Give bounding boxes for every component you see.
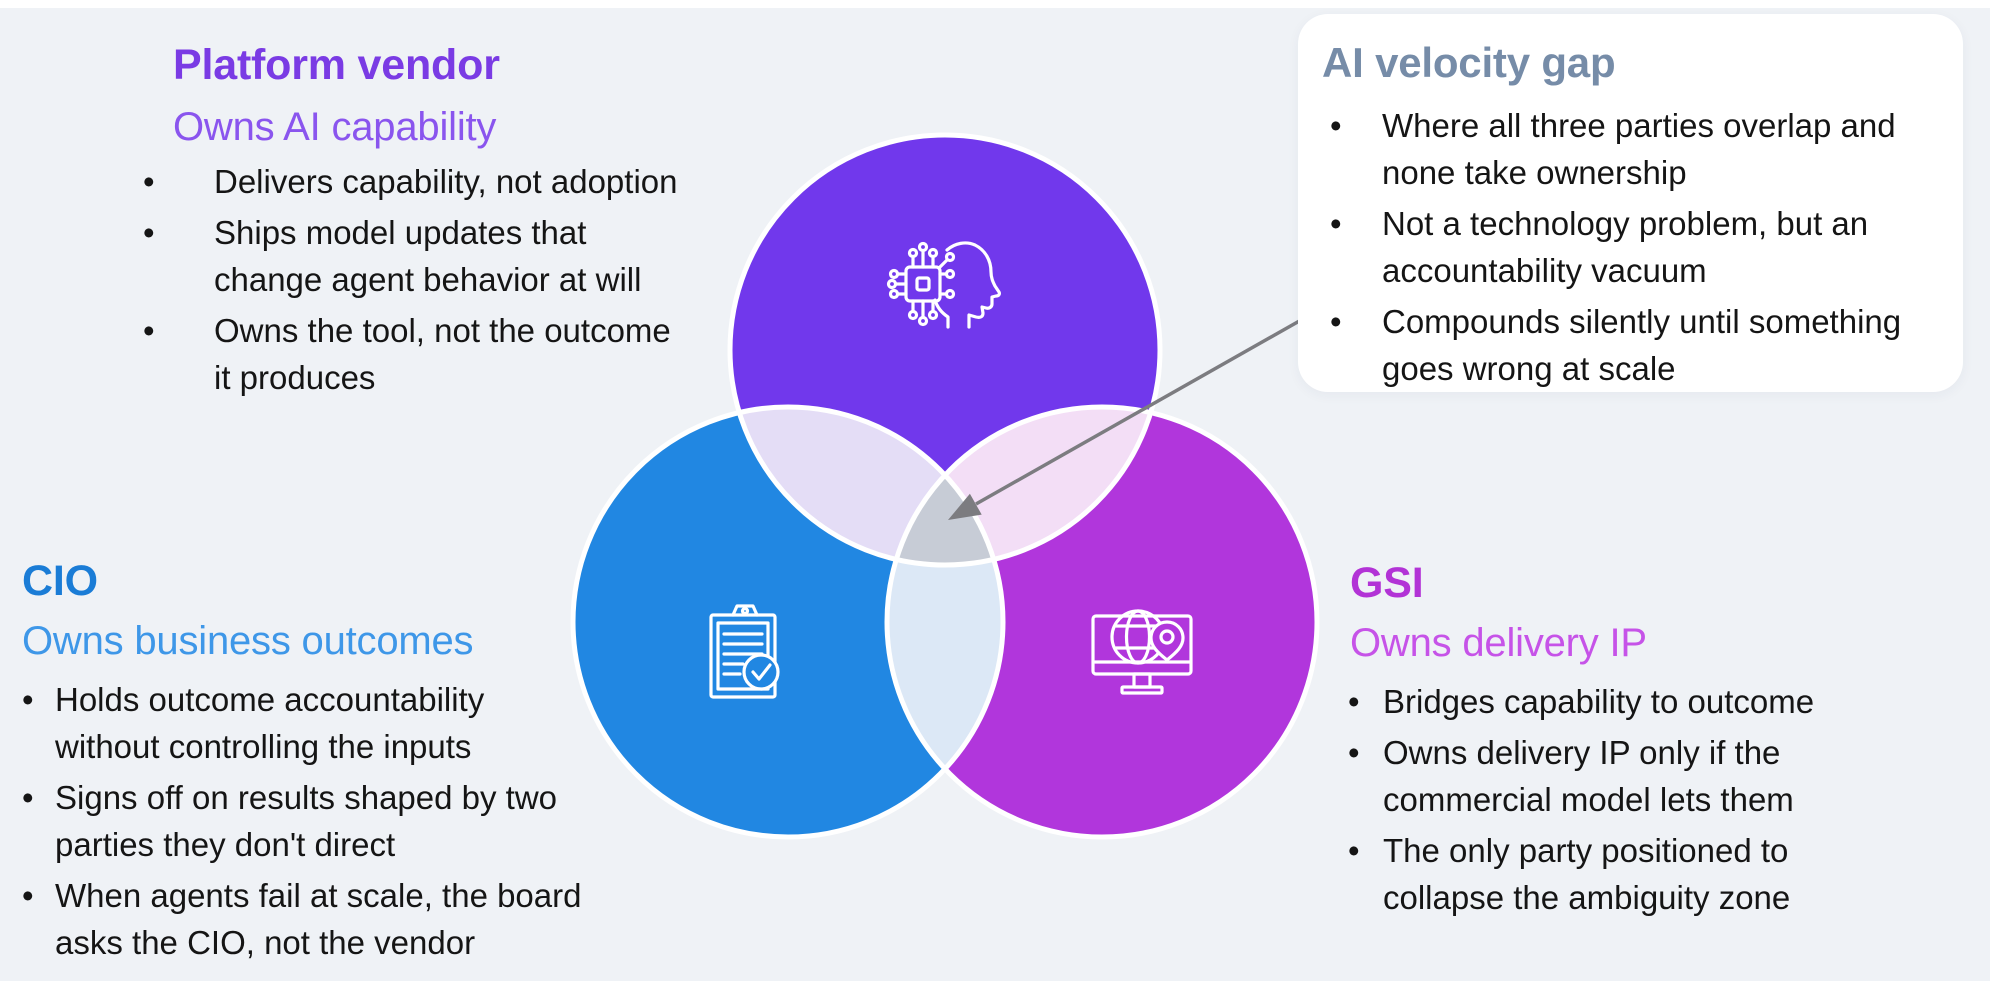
ai-head-icon bbox=[886, 241, 1001, 329]
list-item: • When agents fail at scale, the board a… bbox=[22, 872, 682, 966]
list-item: • Compounds silently until something goe… bbox=[1330, 298, 1951, 392]
list-item: • Delivers capability, not adoption bbox=[143, 158, 783, 205]
bullet-text: Signs off on results shaped by two parti… bbox=[55, 779, 558, 863]
bullet-text: The only party positioned to collapse th… bbox=[1383, 832, 1791, 916]
list-item: • Bridges capability to outcome bbox=[1348, 678, 1948, 725]
bullet-text: Bridges capability to outcome bbox=[1383, 683, 1815, 720]
platform-vendor-block: Platform vendor Owns AI capability • Del… bbox=[143, 40, 783, 405]
bullet-icon: • bbox=[1330, 107, 1342, 144]
bullet-icon: • bbox=[22, 779, 34, 816]
ai-velocity-gap-callout: AI velocity gap • Where all three partie… bbox=[1298, 14, 1963, 392]
bullet-text: Not a technology problem, but an account… bbox=[1382, 205, 1869, 289]
list-item: • Ships model updates that change agent … bbox=[143, 209, 783, 303]
list-item: • The only party positioned to collapse … bbox=[1348, 827, 1948, 921]
bullet-icon: • bbox=[1348, 734, 1360, 771]
bullet-text: Delivers capability, not adoption bbox=[214, 163, 678, 200]
cio-block: CIO Owns business outcomes • Holds outco… bbox=[22, 556, 682, 970]
bullet-icon: • bbox=[1330, 303, 1342, 340]
bullet-icon: • bbox=[1348, 683, 1360, 720]
bullet-text: Compounds silently until something goes … bbox=[1382, 303, 1902, 387]
cio-subtitle: Owns business outcomes bbox=[22, 619, 474, 663]
gsi-title: GSI bbox=[1350, 559, 1424, 607]
cio-bullet-list: • Holds outcome accountability without c… bbox=[22, 676, 682, 966]
arrowhead-icon bbox=[948, 493, 982, 520]
platform-vendor-subtitle: Owns AI capability bbox=[173, 105, 497, 149]
bullet-icon: • bbox=[143, 163, 155, 200]
bullet-icon: • bbox=[143, 312, 155, 349]
platform-vendor-bullet-list: • Delivers capability, not adoption • Sh… bbox=[143, 158, 783, 401]
list-item: • Where all three parties overlap and no… bbox=[1330, 102, 1951, 196]
globe-monitor-icon bbox=[1091, 609, 1193, 695]
venn-outline-gsi bbox=[884, 404, 1320, 840]
bullet-text: Holds outcome accountability without con… bbox=[55, 681, 485, 765]
bullet-text: Ships model updates that change agent be… bbox=[214, 214, 642, 298]
overlap-vendor-cio bbox=[730, 407, 1003, 565]
ai-velocity-gap-bullet-list: • Where all three parties overlap and no… bbox=[1330, 102, 1951, 392]
list-item: • Signs off on results shaped by two par… bbox=[22, 774, 682, 868]
platform-vendor-title: Platform vendor bbox=[173, 41, 500, 89]
venn-outline-cio bbox=[570, 404, 1006, 840]
ai-velocity-gap-title: AI velocity gap bbox=[1322, 39, 1616, 86]
list-item: • Holds outcome accountability without c… bbox=[22, 676, 682, 770]
bullet-icon: • bbox=[22, 877, 34, 914]
bullet-text: Owns the tool, not the outcome it produc… bbox=[214, 312, 671, 396]
bullet-icon: • bbox=[1330, 205, 1342, 242]
bullet-text: Owns delivery IP only if the commercial … bbox=[1383, 734, 1794, 818]
venn-outline-vendor bbox=[727, 132, 1163, 568]
clipboard-check-icon bbox=[709, 604, 780, 699]
bullet-icon: • bbox=[22, 681, 34, 718]
callout-arrow bbox=[948, 296, 1341, 520]
overlap-vendor-gsi bbox=[887, 407, 1160, 565]
list-item: • Owns the tool, not the outcome it prod… bbox=[143, 307, 783, 401]
bullet-icon: • bbox=[143, 214, 155, 251]
bullet-icon: • bbox=[1348, 832, 1360, 869]
top-margin-strip bbox=[0, 0, 1990, 8]
bullet-text: When agents fail at scale, the board ask… bbox=[55, 877, 582, 961]
cio-title: CIO bbox=[22, 557, 98, 605]
list-item: • Not a technology problem, but an accou… bbox=[1330, 200, 1951, 294]
bottom-margin-strip bbox=[0, 981, 1990, 995]
gsi-block: GSI Owns delivery IP • Bridges capabilit… bbox=[1348, 558, 1948, 925]
list-item: • Owns delivery IP only if the commercia… bbox=[1348, 729, 1948, 823]
gsi-subtitle: Owns delivery IP bbox=[1350, 621, 1647, 665]
gsi-bullet-list: • Bridges capability to outcome • Owns d… bbox=[1348, 678, 1948, 921]
bullet-text: Where all three parties overlap and none… bbox=[1382, 107, 1896, 191]
